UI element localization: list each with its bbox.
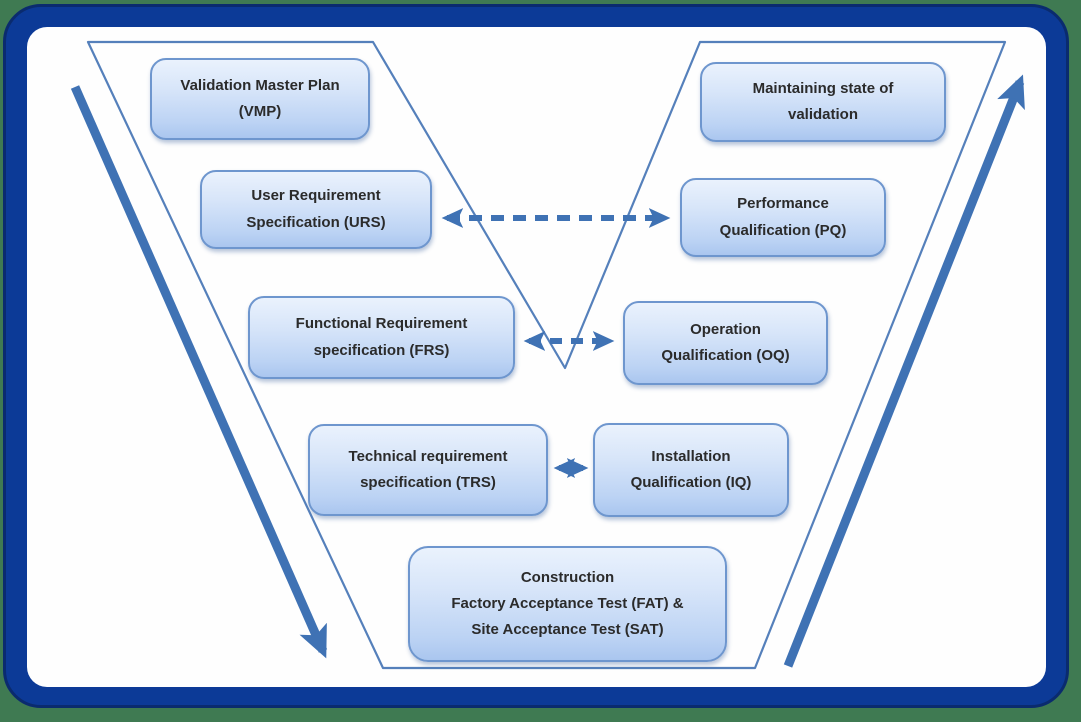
down-flow-arrow-icon <box>70 85 328 659</box>
maintaining-label-line1: Maintaining state of <box>752 79 894 97</box>
v-band-outline <box>86 40 1007 670</box>
pq-label-line1: Performance <box>737 195 829 213</box>
urs-label-line2: Specification (URS) <box>246 213 386 231</box>
frs-box: Functional Requirement specification (FR… <box>248 296 515 379</box>
iq-label-line1: Installation <box>651 447 731 465</box>
trs-box: Technical requirement specification (TRS… <box>308 424 548 516</box>
oq-label-line1: Operation <box>690 320 761 338</box>
iq-label-line2: Qualification (IQ) <box>630 474 752 491</box>
up-flow-arrow-icon <box>783 74 1025 668</box>
construction-label-line2: Factory Acceptance Test (FAT) & <box>451 594 684 612</box>
vmp-label-line2: (VMP) <box>238 103 282 120</box>
vmp-box: Validation Master Plan (VMP) <box>150 58 370 140</box>
oq-box: Operation Qualification (OQ) <box>623 301 828 385</box>
oq-label-line2: Qualification (OQ) <box>661 347 790 364</box>
pq-label-line2: Qualification (PQ) <box>719 221 847 239</box>
iq-box: Installation Qualification (IQ) <box>593 423 789 517</box>
maintaining-label-line2: validation <box>787 106 858 123</box>
urs-label-line1: User Requirement <box>251 187 381 205</box>
vmp-label-line1: Validation Master Plan <box>180 76 340 94</box>
trs-label-line2: specification (TRS) <box>360 474 496 491</box>
trs-label-line1: Technical requirement <box>348 447 508 465</box>
construction-box: Construction Factory Acceptance Test (FA… <box>408 546 727 662</box>
construction-label-line3: Site Acceptance Test (SAT) <box>471 621 664 639</box>
frs-label-line1: Functional Requirement <box>295 315 468 333</box>
pq-box: Performance Qualification (PQ) <box>680 178 886 257</box>
urs-box: User Requirement Specification (URS) <box>200 170 432 249</box>
construction-label-line1: Construction <box>520 568 615 586</box>
frs-label-line2: specification (FRS) <box>313 341 450 359</box>
maintaining-box: Maintaining state of validation <box>700 62 946 142</box>
